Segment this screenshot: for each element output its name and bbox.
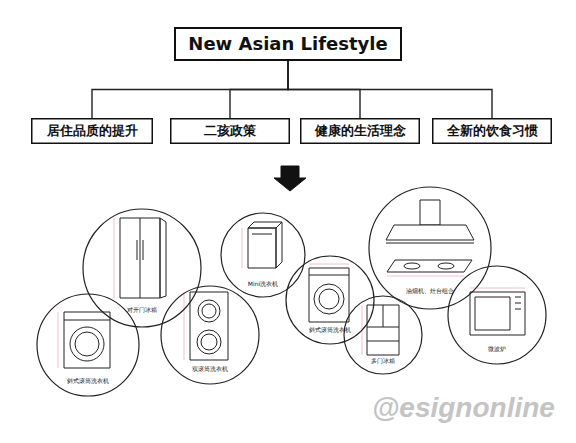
node-label: 全新的饮食习惯: [447, 124, 538, 139]
appliance-circle: 斜式滚筒洗衣机: [285, 255, 375, 345]
node-label: New Asian Lifestyle: [188, 34, 387, 55]
tree-connector: [92, 61, 288, 118]
appliance-label: 油烟机、灶台组合: [406, 288, 454, 295]
appliance-label: 斜式滚筒洗衣机: [309, 327, 351, 334]
washer-drawing: [309, 264, 349, 322]
down-arrow: [274, 166, 306, 191]
theme-box: 全新的饮食习惯: [432, 118, 552, 144]
appliance-circle: 双滚筒洗衣机: [160, 285, 260, 385]
node-label: 健康的生活理念: [315, 124, 406, 139]
appliance-label: 双滚筒洗衣机: [192, 366, 228, 373]
watermark: @esignonline: [372, 392, 555, 424]
hood-cooktop-drawing: [386, 200, 474, 276]
title-box: New Asian Lifestyle: [174, 27, 402, 61]
appliance-label: 多门冰箱: [371, 358, 395, 365]
microwave-drawing: [470, 288, 525, 335]
tree-connector: [288, 61, 492, 118]
node-label: 二孩政策: [204, 124, 256, 139]
fridge-drawing: [362, 305, 399, 355]
appliance-circle: 斜式滚筒洗衣机: [36, 293, 140, 397]
appliance-circle: Mini洗衣机: [220, 212, 306, 298]
appliance-circle: 微波炉: [447, 265, 547, 365]
appliance-circle: 多门冰箱: [343, 295, 423, 375]
appliance-label: 微波炉: [488, 346, 506, 353]
washer-drawing: [58, 312, 110, 368]
theme-box: 健康的生活理念: [300, 118, 420, 144]
node-label: 居住品质的提升: [47, 124, 138, 139]
appliance-label: Mini洗衣机: [248, 281, 278, 288]
appliance-circle: 油烟机、灶台组合: [368, 186, 492, 310]
washer-drawing: [242, 222, 282, 268]
theme-box: 二孩政策: [170, 118, 290, 144]
fridge-drawing: [114, 218, 166, 298]
appliance-label: 对开门冰箱: [127, 307, 157, 314]
appliance-label: 斜式滚筒洗衣机: [67, 378, 109, 385]
theme-box: 居住品质的提升: [31, 118, 153, 144]
appliance-circle: 对开门冰箱: [82, 208, 202, 328]
tree-connector: [230, 61, 288, 118]
watermark-text: @esignonline: [372, 392, 555, 423]
